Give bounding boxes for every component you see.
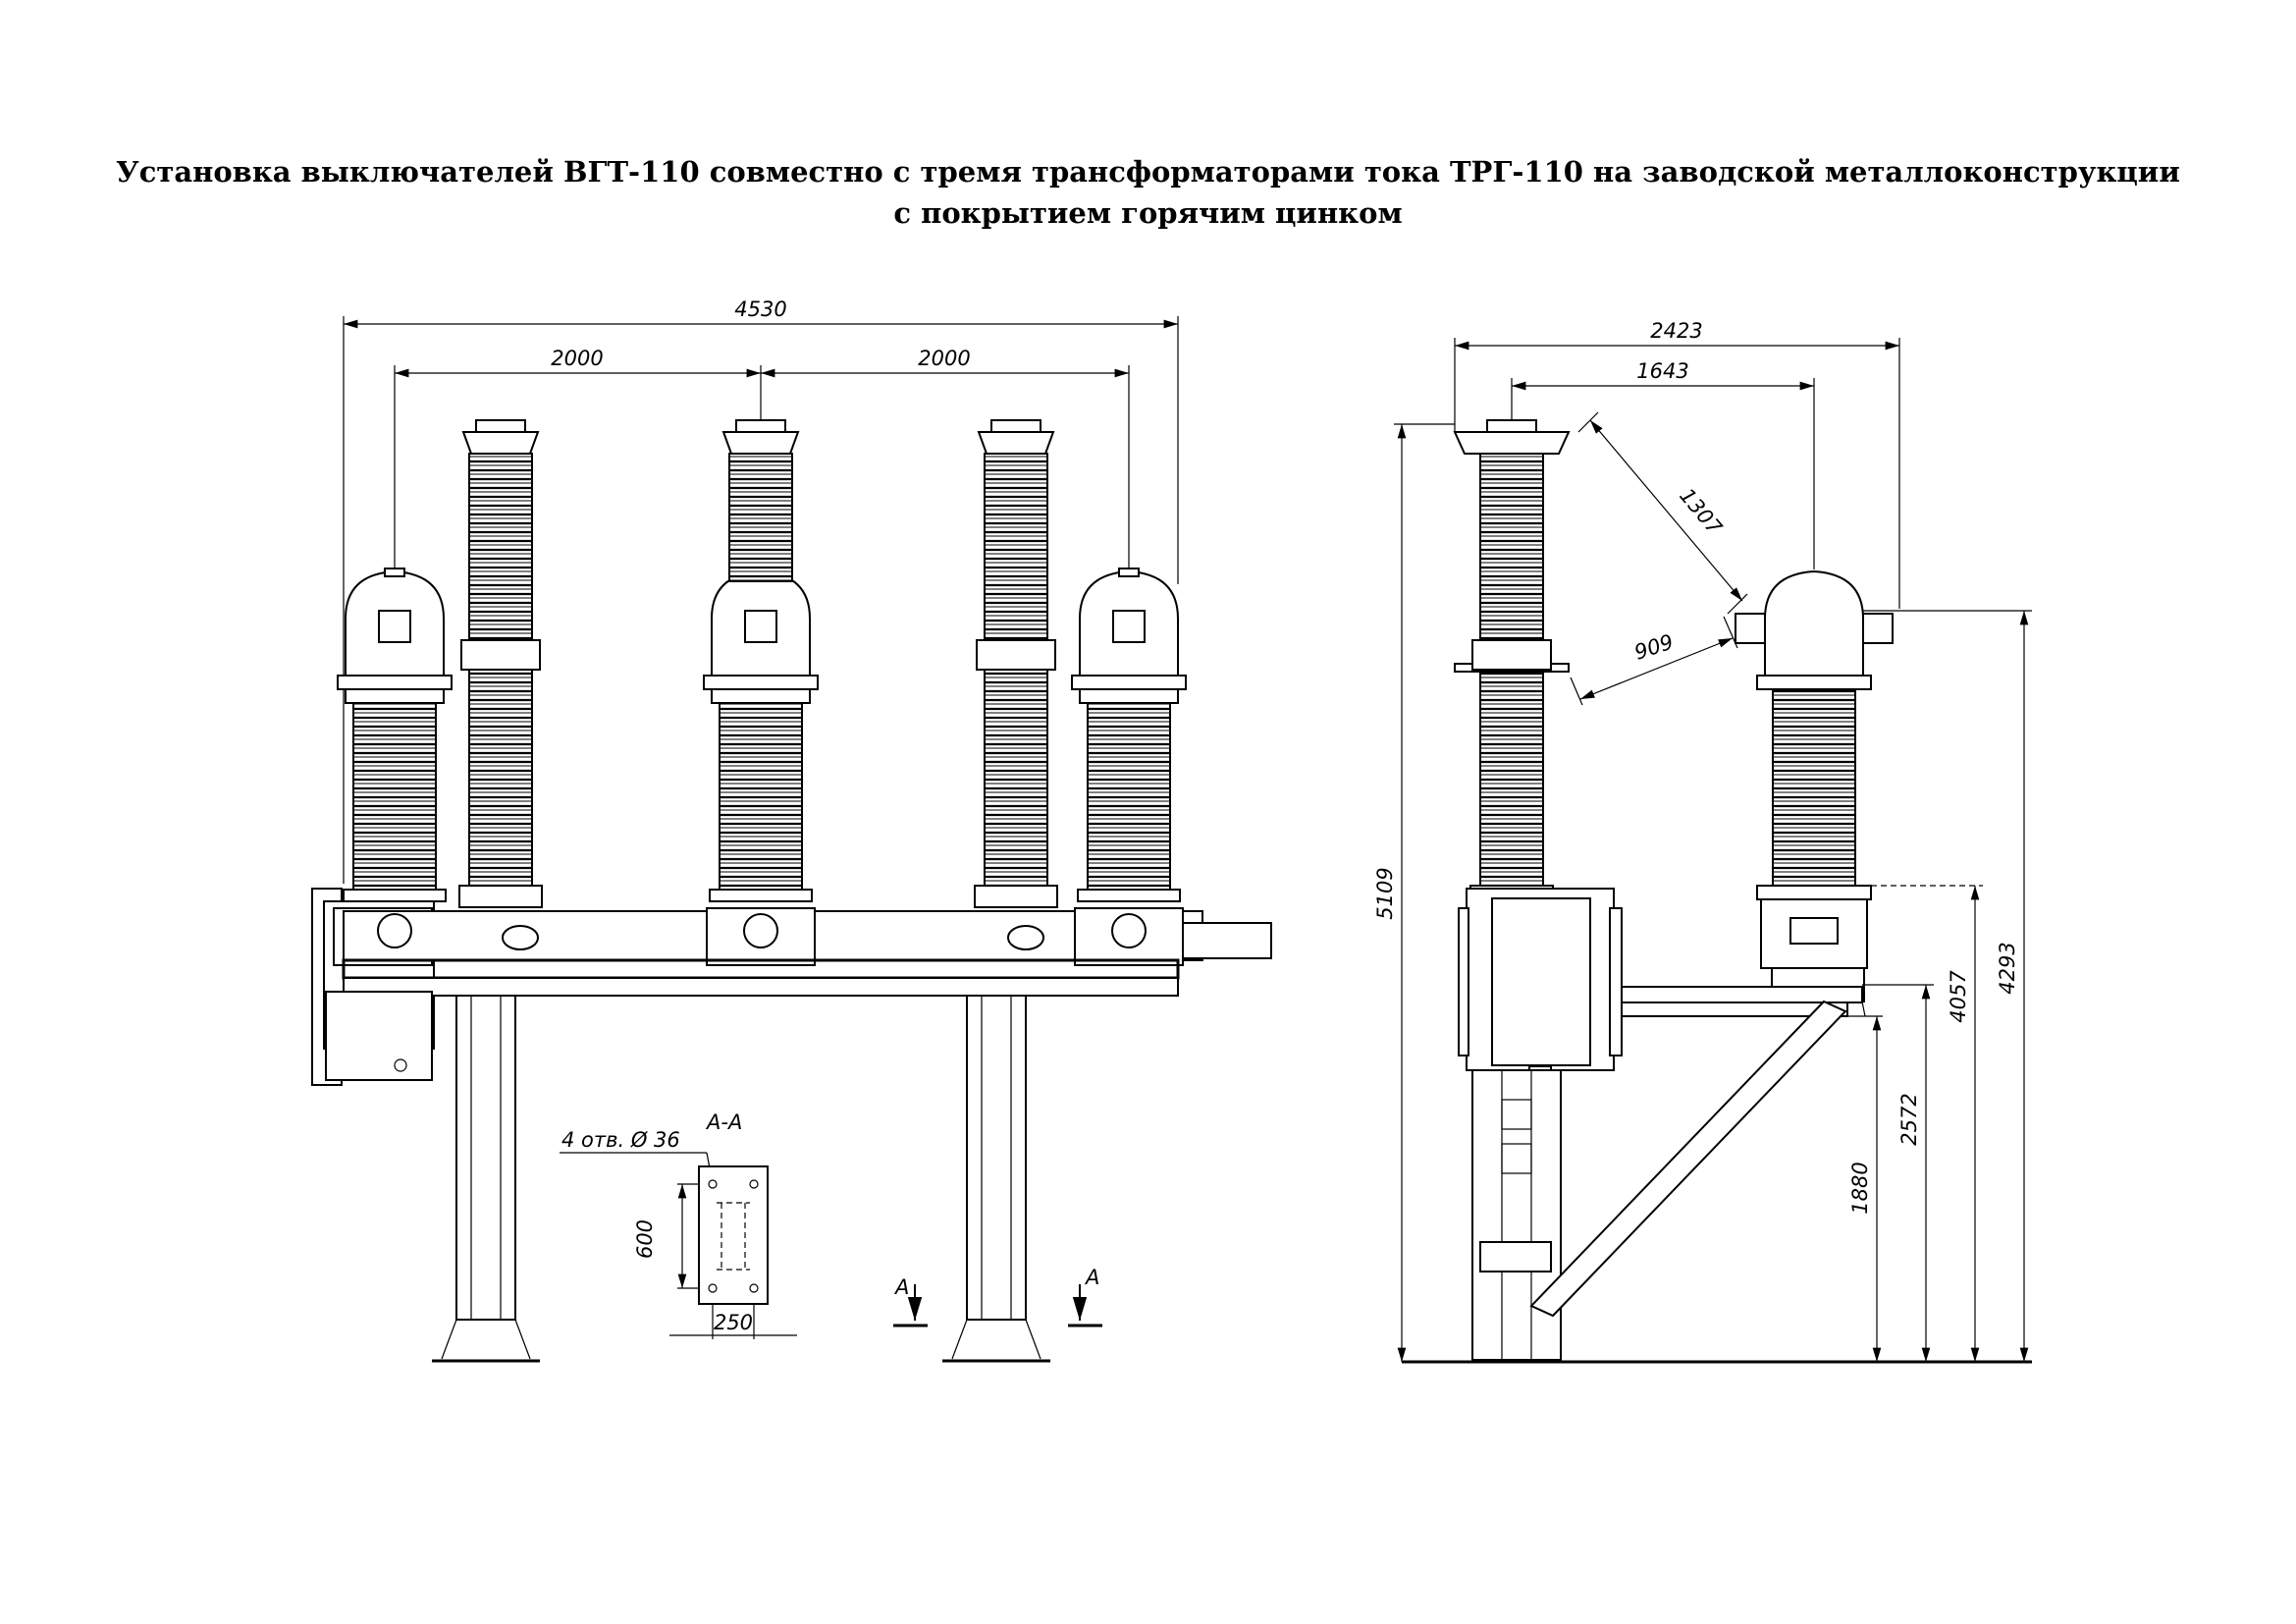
dim-2000-left-label: 2000 bbox=[551, 347, 603, 370]
holes-note: 4 отв. Ø 36 bbox=[561, 1128, 680, 1152]
side-arm-brace bbox=[1529, 986, 1866, 1318]
dim-1307-label: 1307 bbox=[1675, 484, 1727, 540]
dim-1643-label: 1643 bbox=[1636, 359, 1688, 383]
side-current-transformer bbox=[1453, 419, 1571, 898]
drawing-title-line-1: Установка выключателей ВГТ-110 совместно… bbox=[116, 155, 2180, 189]
breaker-pole-left bbox=[337, 568, 453, 902]
dim-2423-label: 2423 bbox=[1650, 319, 1702, 343]
dim-diagonal-909: 909 bbox=[1570, 616, 1738, 706]
dim-2572-label: 2572 bbox=[1897, 1093, 1921, 1145]
dim-1880-label: 1880 bbox=[1848, 1162, 1872, 1214]
cut-marker-right-label: А bbox=[1084, 1266, 1099, 1289]
section-cut-markers: А А bbox=[893, 1266, 1102, 1327]
dim-4530-label: 4530 bbox=[734, 298, 786, 321]
section-aa-detail: А-А 4 отв. Ø 36 600 250 bbox=[560, 1110, 797, 1339]
side-view: 2423 1643 1307 909 bbox=[1373, 319, 2032, 1364]
breaker-pole-right bbox=[1071, 568, 1187, 902]
dim-250-label: 250 bbox=[714, 1311, 753, 1334]
breaker-pole-center bbox=[703, 568, 819, 902]
mechanism-frame bbox=[311, 888, 1272, 1086]
dim-center-to-ct: 1643 bbox=[1511, 359, 1815, 569]
vertical-dimensions: 5109 4293 4057 2572 1880 bbox=[1373, 423, 2032, 1362]
dim-4057-label: 4057 bbox=[1947, 970, 1970, 1023]
dim-2000-right-label: 2000 bbox=[918, 347, 970, 370]
side-cabinet-column bbox=[1458, 888, 1623, 1361]
current-transformer-1 bbox=[458, 419, 543, 908]
dim-4293-label: 4293 bbox=[1996, 942, 2019, 994]
front-view: 4530 2000 2000 bbox=[311, 298, 1272, 1363]
dim-5109-label: 5109 bbox=[1373, 867, 1397, 919]
current-transformer-2 bbox=[721, 419, 800, 582]
dim-600-label: 600 bbox=[633, 1219, 657, 1259]
current-transformer-3 bbox=[974, 419, 1058, 908]
dim-pole-spacing: 2000 2000 bbox=[394, 347, 1130, 574]
dim-total-width-side: 2423 bbox=[1454, 319, 1900, 609]
side-breaker-pole bbox=[1735, 569, 1894, 1002]
drawing-title-line-2: с покрытием горячим цинком bbox=[893, 196, 1403, 230]
dim-diagonal-1307: 1307 bbox=[1577, 411, 1748, 615]
dim-909-label: 909 bbox=[1631, 630, 1677, 665]
dim-total-width-front: 4530 bbox=[343, 298, 1179, 884]
support-legs-front bbox=[432, 995, 1050, 1363]
cut-marker-left-label: А bbox=[893, 1275, 909, 1299]
section-aa-title: А-А bbox=[705, 1110, 742, 1134]
